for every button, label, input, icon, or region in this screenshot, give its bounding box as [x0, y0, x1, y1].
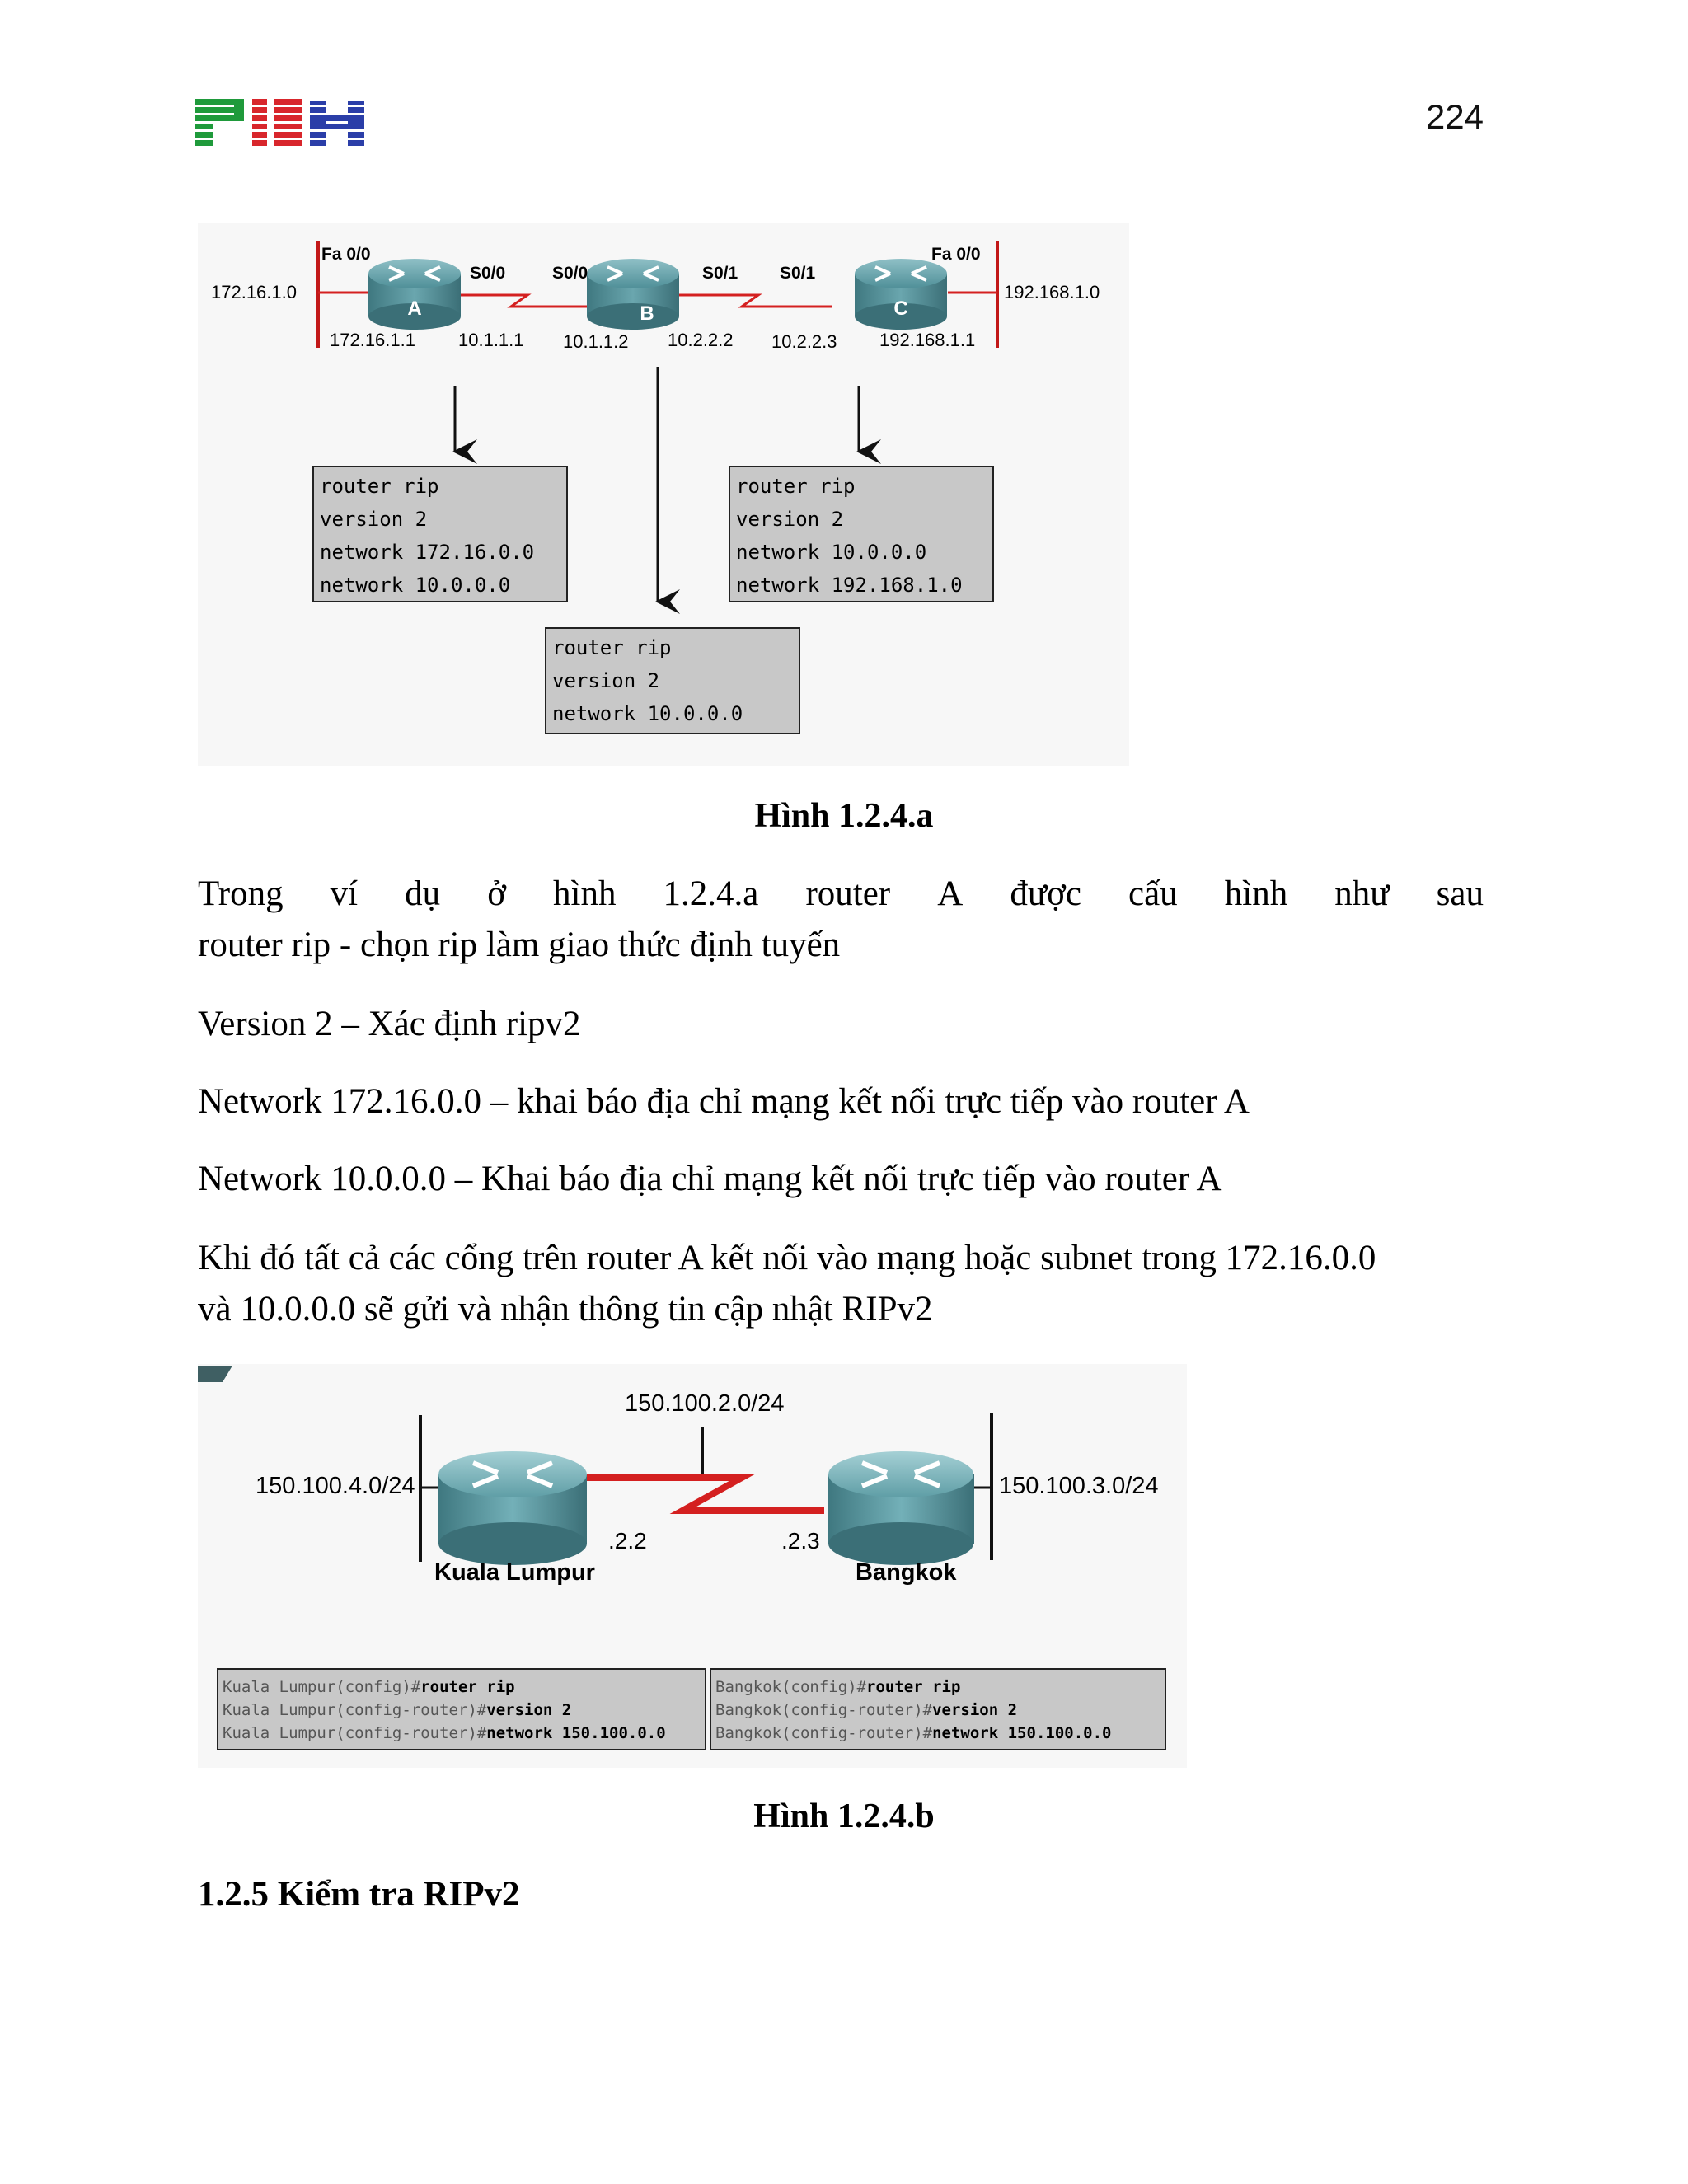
- config-box-bangkok: Bangkok(config)#router rip Bangkok(confi…: [710, 1668, 1166, 1750]
- paragraph-3: Network 172.16.0.0 – khai báo địa chỉ mạ…: [198, 1082, 1250, 1121]
- host-left-label: .2.2: [608, 1528, 647, 1554]
- router-b-icon: [587, 259, 679, 330]
- paragraph-4: Network 10.0.0.0 – Khai báo địa chỉ mạng…: [198, 1160, 1222, 1198]
- router-kuala-lumpur-icon: [438, 1451, 587, 1565]
- addr-label: 10.2.2.2: [668, 330, 734, 350]
- svg-text:Bangkok(config)#router rip: Bangkok(config)#router rip: [715, 1678, 960, 1696]
- svg-text:Kuala Lumpur(config-router)#ne: Kuala Lumpur(config-router)#network 150.…: [223, 1724, 666, 1742]
- serial-link: [587, 1474, 824, 1514]
- addr-label: 10.2.2.3: [771, 331, 837, 352]
- svg-text:version 2: version 2: [552, 669, 659, 692]
- paragraph-word: Trong: [198, 874, 284, 913]
- svg-text:network 10.0.0.0: network 10.0.0.0: [736, 541, 926, 564]
- network-right-label: 192.168.1.0: [1004, 282, 1100, 302]
- iface-b-s01: S0/1: [702, 264, 738, 283]
- figure-caption-b: Hình 1.2.4.b: [753, 1797, 935, 1835]
- svg-text:Kuala Lumpur(config)#router ri: Kuala Lumpur(config)#router rip: [223, 1678, 515, 1696]
- svg-text:network 192.168.1.0: network 192.168.1.0: [736, 574, 963, 597]
- network-right-label: 150.100.3.0/24: [999, 1473, 1159, 1499]
- paragraph-word: router: [805, 874, 891, 913]
- host-right-label: .2.3: [781, 1528, 820, 1554]
- serial-link-ab: [460, 293, 598, 308]
- router-a-icon: [368, 259, 461, 330]
- svg-text:network 172.16.0.0: network 172.16.0.0: [320, 541, 534, 564]
- addr-label: 192.168.1.1: [879, 330, 975, 350]
- config-box-c: router rip version 2 network 10.0.0.0 ne…: [729, 466, 994, 602]
- iface-c-fa: Fa 0/0: [931, 245, 981, 264]
- svg-text:Kuala Lumpur(config-router)#ve: Kuala Lumpur(config-router)#version 2: [223, 1701, 571, 1719]
- paragraph-word: như: [1334, 874, 1390, 913]
- figure-1-2-4-a: A B C Fa 0/0 S0/0 S0/0 S0/1 S0/1 Fa 0/0 …: [198, 223, 1129, 766]
- pnh-logo: [195, 99, 364, 146]
- corner-tab-icon: [198, 1366, 232, 1382]
- svg-text:network 10.0.0.0: network 10.0.0.0: [552, 702, 743, 725]
- router-c-label: C: [893, 298, 907, 320]
- logo-letter-h: [310, 99, 364, 146]
- logo-letter-n: [252, 99, 302, 146]
- paragraph-word: dụ: [405, 874, 441, 913]
- addr-label: 10.1.1.1: [458, 330, 524, 350]
- paragraph-word: được: [1010, 874, 1081, 913]
- config-box-a: router rip version 2 network 172.16.0.0 …: [312, 466, 568, 602]
- router-bangkok-icon: [828, 1451, 974, 1565]
- paragraph-1-line-2: router rip - chọn rip làm giao thức định…: [198, 926, 841, 964]
- svg-text:router rip: router rip: [320, 475, 439, 498]
- network-left-label: 150.100.4.0/24: [256, 1473, 415, 1499]
- svg-text:network 10.0.0.0: network 10.0.0.0: [320, 574, 510, 597]
- network-middle-label: 150.100.2.0/24: [625, 1390, 785, 1417]
- paragraph-word: A: [937, 874, 964, 913]
- svg-text:version 2: version 2: [320, 508, 427, 531]
- iface-a-fa: Fa 0/0: [321, 245, 371, 264]
- iface-c-s01: S0/1: [780, 264, 816, 283]
- network-left-label: 172.16.1.0: [211, 282, 297, 302]
- iface-b-s00: S0/0: [552, 264, 588, 283]
- paragraph-word: hình: [553, 874, 617, 913]
- paragraph-word: 1.2.4.a: [663, 874, 759, 913]
- config-box-b: router rip version 2 network 10.0.0.0: [545, 627, 800, 734]
- svg-text:Bangkok(config-router)#network: Bangkok(config-router)#network 150.100.0…: [715, 1724, 1111, 1742]
- paragraph-5-line-1: Khi đó tất cả các cổng trên router A kết…: [198, 1239, 1376, 1277]
- section-heading: 1.2.5 Kiểm tra RIPv2: [198, 1875, 520, 1914]
- paragraph-word: ví: [330, 874, 359, 913]
- svg-text:router rip: router rip: [552, 636, 672, 659]
- figure-1-2-4-b: 150.100.2.0/24 150.100.4.0/24 150.100.3.…: [198, 1364, 1187, 1768]
- config-box-kuala-lumpur: Kuala Lumpur(config)#router rip Kuala Lu…: [217, 1668, 706, 1750]
- paragraph-5: Khi đó tất cả các cổng trên router A kết…: [198, 1233, 1484, 1335]
- svg-text:version 2: version 2: [736, 508, 843, 531]
- paragraph-2: Version 2 – Xác định ripv2: [198, 1005, 581, 1043]
- paragraph-5-line-2: và 10.0.0.0 sẽ gửi và nhận thông tin cập…: [198, 1290, 933, 1329]
- router-a-label: A: [407, 298, 421, 320]
- svg-text:router rip: router rip: [736, 475, 856, 498]
- router-kuala-lumpur-label: Kuala Lumpur: [434, 1559, 595, 1586]
- page-number: 224: [1425, 97, 1484, 136]
- router-b-label: B: [640, 302, 654, 325]
- paragraph-word: hình: [1224, 874, 1288, 913]
- addr-label: 10.1.1.2: [563, 331, 629, 352]
- serial-link-bc: [672, 293, 832, 308]
- paragraph-word: cấu: [1128, 874, 1178, 913]
- figure-caption-a: Hình 1.2.4.a: [754, 797, 934, 835]
- svg-text:Bangkok(config-router)#version: Bangkok(config-router)#version 2: [715, 1701, 1017, 1719]
- addr-label: 172.16.1.1: [330, 330, 415, 350]
- paragraph-word: ở: [487, 874, 506, 913]
- logo-letter-p: [195, 99, 244, 146]
- router-c-icon: [855, 259, 947, 330]
- iface-a-s00: S0/0: [470, 264, 505, 283]
- paragraph-word: sau: [1436, 874, 1484, 913]
- router-bangkok-label: Bangkok: [856, 1559, 957, 1586]
